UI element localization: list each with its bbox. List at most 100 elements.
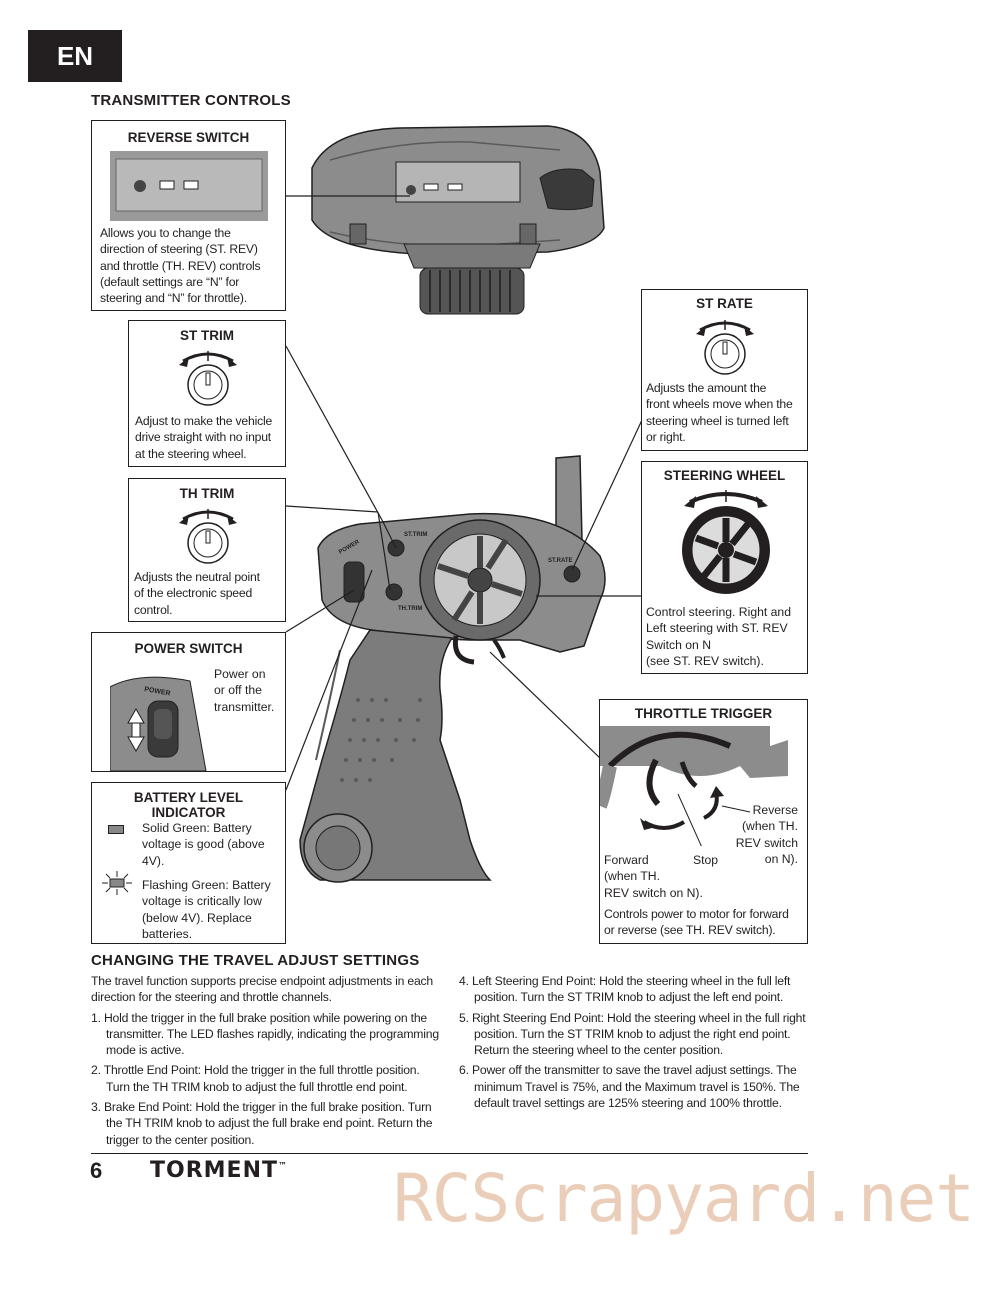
reverse-switch-line: and throttle (TH. REV) controls xyxy=(100,258,261,273)
st-rate-line: steering wheel is turned left xyxy=(646,413,789,428)
battery-solid-line: voltage is good (above xyxy=(142,837,265,852)
st-rate-text: Adjusts the amount the front wheels move… xyxy=(646,380,808,445)
st-rate-knob-icon xyxy=(696,320,754,375)
travel-left-column: The travel function supports precise end… xyxy=(91,973,441,1152)
battery-flashing-line: batteries. xyxy=(142,926,193,941)
transmitter-top-view xyxy=(311,125,605,315)
power-switch-text: Power on or off the transmitter. xyxy=(214,666,284,715)
footer-rule xyxy=(91,1153,808,1154)
st-rate-line: front wheels move when the xyxy=(646,397,793,412)
reverse-switch-line: steering and “N” for throttle). xyxy=(100,291,247,306)
side-label-st-rate: ST.RATE xyxy=(548,558,573,564)
travel-step-5: 5. Right Steering End Point: Hold the st… xyxy=(459,1010,806,1058)
st-rate-box: ST RATE Adjusts the amount the front whe… xyxy=(641,289,808,451)
power-switch-image: POWER xyxy=(110,676,207,771)
throttle-trigger-text: Controls power to motor for forward or r… xyxy=(604,906,808,939)
steering-wheel-box: STEERING WHEEL Control steering. Right a… xyxy=(641,461,808,674)
st-trim-text: Adjust to make the vehicle drive straigh… xyxy=(135,413,285,462)
travel-step-1: 1. Hold the trigger in the full brake po… xyxy=(91,1010,439,1058)
steering-wheel-title: STEERING WHEEL xyxy=(663,468,786,483)
travel-step-3: 3. Brake End Point: Hold the trigger in … xyxy=(91,1100,433,1147)
section-title: TRANSMITTER CONTROLS xyxy=(91,92,291,109)
side-label-th-trim: TH.TRIM xyxy=(398,606,422,612)
travel-step-2: 2. Throttle End Point: Hold the trigger … xyxy=(91,1063,420,1094)
battery-flashing-text: Flashing Green: Battery voltage is criti… xyxy=(142,877,282,942)
throttle-forward-line: Forward xyxy=(604,853,649,867)
throttle-stop-label: Stop xyxy=(693,853,719,867)
battery-indicator-title-line: BATTERY LEVEL xyxy=(133,790,244,805)
transmitter-side-view: ST.TRIM TH.TRIM ST.RATE POWER xyxy=(299,455,606,883)
travel-step-6: 6. Power off the transmitter to save the… xyxy=(459,1063,800,1111)
travel-right-column: 4. Left Steering End Point: Hold the ste… xyxy=(459,973,809,1115)
st-trim-line: at the steering wheel. xyxy=(135,446,247,461)
trademark-symbol: ™ xyxy=(278,1161,288,1172)
throttle-trigger-image xyxy=(600,726,807,846)
th-trim-title: TH TRIM xyxy=(179,486,235,501)
power-switch-line: Power on xyxy=(214,667,266,681)
battery-indicator-box: BATTERY LEVEL INDICATOR Solid Green: Bat… xyxy=(91,782,286,944)
battery-solid-line: 4V). xyxy=(142,853,165,868)
throttle-trigger-box: THROTTLE TRIGGER Reverse (when TH. REV s… xyxy=(599,699,808,944)
throttle-forward-label: Forward (when TH. REV switch on N). xyxy=(604,852,724,901)
th-trim-text: Adjusts the neutral point of the electro… xyxy=(134,569,284,618)
steering-wheel-line: Left steering with ST. REV xyxy=(646,621,788,636)
st-trim-line: drive straight with no input xyxy=(135,430,271,445)
reverse-switch-line: (default settings are “N” for xyxy=(100,274,240,289)
steering-wheel-line: Switch on N xyxy=(646,637,712,652)
st-rate-title: ST RATE xyxy=(696,296,753,311)
throttle-forward-line: (when TH. xyxy=(604,869,660,884)
th-trim-line: control. xyxy=(134,602,173,617)
page-number: 6 xyxy=(90,1158,103,1183)
th-trim-box: TH TRIM Adjusts the neutral point of the… xyxy=(128,478,286,622)
throttle-trigger-line: Controls power to motor for forward xyxy=(604,907,789,921)
power-switch-title: POWER SWITCH xyxy=(134,641,243,656)
led-solid-icon xyxy=(108,825,124,834)
reverse-switch-title: REVERSE SWITCH xyxy=(127,130,250,145)
steering-wheel-icon xyxy=(682,490,770,594)
st-rate-line: Adjusts the amount the xyxy=(646,381,767,395)
reverse-switch-text: Allows you to change the direction of st… xyxy=(100,225,285,306)
st-trim-knob-icon xyxy=(179,351,237,406)
th-trim-line: of the electronic speed xyxy=(134,586,253,601)
travel-intro: The travel function supports precise end… xyxy=(91,974,433,1005)
power-switch-line: or off the xyxy=(214,683,262,698)
travel-section-title: CHANGING THE TRAVEL ADJUST SETTINGS xyxy=(91,952,420,969)
st-trim-box: ST TRIM Adjust to make the vehicle drive… xyxy=(128,320,286,467)
battery-flashing-line: Flashing Green: Battery xyxy=(142,878,271,892)
battery-flashing-line: voltage is critically low xyxy=(142,894,262,909)
th-trim-line: Adjusts the neutral point xyxy=(134,570,260,584)
battery-solid-line: Solid Green: Battery xyxy=(142,821,252,835)
st-trim-line: Adjust to make the vehicle xyxy=(135,414,273,428)
steering-wheel-line: Control steering. Right and xyxy=(646,605,791,619)
throttle-reverse-line: (when TH. xyxy=(742,819,798,834)
steering-wheel-text: Control steering. Right and Left steerin… xyxy=(646,604,806,669)
travel-step-4: 4. Left Steering End Point: Hold the ste… xyxy=(459,974,791,1005)
st-rate-line: or right. xyxy=(646,429,686,444)
reverse-switch-line: direction of steering (ST. REV) xyxy=(100,242,258,257)
transmitter-illustration: ST.TRIM TH.TRIM ST.RATE POWER xyxy=(285,125,643,883)
battery-indicator-title: BATTERY LEVEL INDICATOR xyxy=(92,790,285,820)
th-trim-knob-icon xyxy=(179,509,237,564)
throttle-reverse-line: Reverse xyxy=(752,803,798,817)
led-flashing-icon xyxy=(102,871,132,895)
steering-wheel-line: (see ST. REV switch). xyxy=(646,653,764,668)
reverse-switch-image xyxy=(110,151,268,221)
battery-indicator-title-line: INDICATOR xyxy=(151,805,226,820)
throttle-reverse-label: Reverse (when TH. REV switch on N). xyxy=(720,802,798,867)
power-switch-image-label: POWER xyxy=(144,686,171,697)
battery-solid-text: Solid Green: Battery voltage is good (ab… xyxy=(142,820,282,869)
brand-name: TORMENT xyxy=(150,1158,278,1183)
throttle-forward-line: REV switch on N). xyxy=(604,885,703,900)
leader-lines xyxy=(285,195,643,791)
language-tab: EN xyxy=(28,30,122,82)
st-trim-title: ST TRIM xyxy=(180,328,234,343)
battery-flashing-line: (below 4V). Replace xyxy=(142,910,252,925)
power-switch-box: POWER SWITCH POWER Power on or off the t… xyxy=(91,632,286,772)
power-switch-line: transmitter. xyxy=(214,699,275,714)
side-label-st-trim: ST.TRIM xyxy=(404,532,427,538)
throttle-trigger-line: or reverse (see TH. REV switch). xyxy=(604,923,776,938)
throttle-reverse-line: REV switch xyxy=(735,835,798,850)
watermark: RCScrapyard.net xyxy=(393,1160,975,1237)
reverse-switch-line: Allows you to change the xyxy=(100,226,231,240)
throttle-trigger-title: THROTTLE TRIGGER xyxy=(634,706,773,721)
